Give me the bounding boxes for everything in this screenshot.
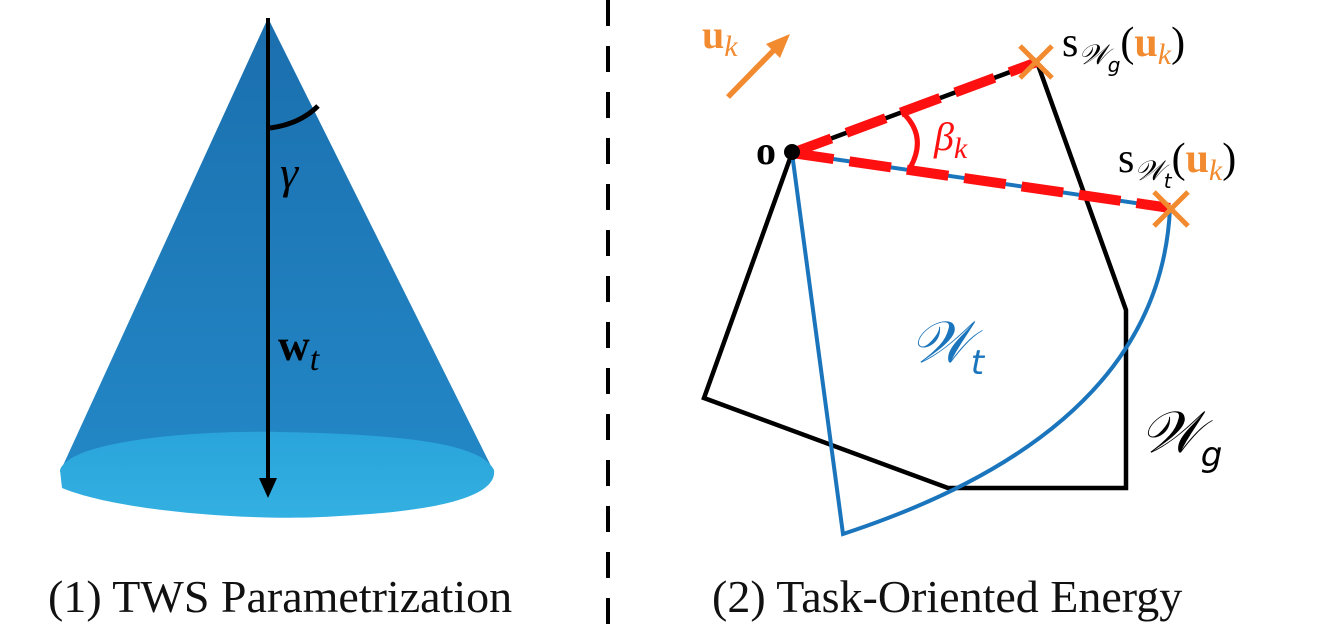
direction-arrow	[726, 48, 776, 99]
cone-illustration	[60, 18, 495, 518]
origin-label: o	[756, 128, 776, 173]
wt-label: 𝒲t	[910, 308, 986, 383]
vector-w-label: wt	[278, 321, 321, 378]
beta-angle-arc	[900, 110, 920, 170]
origin-point	[784, 144, 800, 160]
right-caption: (2) Task-Oriented Energy	[712, 571, 1182, 622]
beta-label: βk	[933, 114, 968, 165]
wt-shape	[789, 150, 1173, 537]
support-t-label: s𝒲t(uk)	[1118, 136, 1236, 193]
direction-label: uk	[702, 12, 738, 63]
support-line-g	[790, 57, 1039, 158]
cone-base	[60, 431, 495, 518]
tws-axis-arrowhead	[259, 478, 277, 498]
support-line-t	[791, 148, 1171, 213]
support-point-t-cross	[1152, 190, 1190, 228]
left-caption: (1) TWS Parametrization	[48, 571, 512, 622]
support-point-g-cross	[1018, 44, 1054, 80]
support-g-label: s𝒲g(uk)	[1062, 20, 1185, 77]
wg-label: 𝒲g	[1140, 398, 1222, 475]
gamma-angle-arc	[269, 104, 320, 131]
direction-arrowhead	[766, 34, 790, 58]
gamma-label: γ	[280, 147, 300, 198]
cone-body	[60, 18, 494, 472]
